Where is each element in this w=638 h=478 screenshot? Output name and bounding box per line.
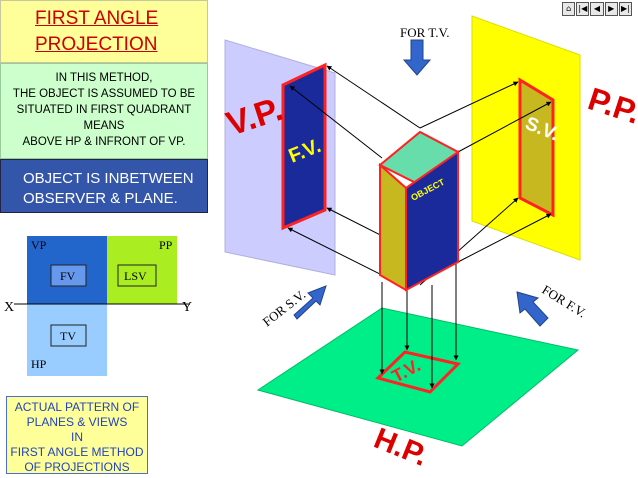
actual-note-line: ACTUAL PATTERN OF xyxy=(14,400,140,414)
for-fv-label: FOR F.V. xyxy=(539,282,588,321)
title-panel: FIRST ANGLE PROJECTION xyxy=(0,0,208,63)
lsv-box xyxy=(117,264,157,287)
actual-note-line: FIRST ANGLE METHOD xyxy=(10,445,144,459)
method-line: SITUATED IN FIRST QUADRANT xyxy=(16,104,192,116)
for-sv-label: FOR S.V. xyxy=(260,287,309,330)
pp-label: PP xyxy=(159,238,173,252)
pp-plane-label: P.P. xyxy=(584,80,638,130)
method-line: ABOVE HP & INFRONT OF VP. xyxy=(22,136,186,148)
actual-note-line: OF PROJECTIONS xyxy=(24,460,130,474)
first-icon[interactable]: |◀ xyxy=(576,2,590,16)
fv-label: FV xyxy=(60,269,76,283)
actual-note-line: IN xyxy=(71,430,83,444)
method-line: MEANS xyxy=(83,120,125,132)
home-icon[interactable]: ⌂ xyxy=(562,2,576,16)
title-line-1: FIRST ANGLE xyxy=(35,8,159,29)
object-note-line: OBSERVER & PLANE. xyxy=(23,190,178,207)
hp-projectors xyxy=(379,262,459,389)
object-left-face xyxy=(379,162,407,292)
top-view xyxy=(375,350,461,394)
plane-layout-diagram: VP PP FV LSV TV HP X Y xyxy=(4,236,192,376)
slide-navigation: ⌂ |◀ ◀ ▶ ▶| xyxy=(562,2,633,16)
lsv-label: LSV xyxy=(124,269,147,283)
side-view xyxy=(518,77,555,218)
title-line-2: PROJECTION xyxy=(35,34,158,55)
fv-box xyxy=(50,264,87,287)
actual-pattern-note: ACTUAL PATTERN OF PLANES & VIEWS IN FIRS… xyxy=(6,396,148,474)
object-prism xyxy=(378,130,460,292)
method-line: THE OBJECT IS ASSUMED TO BE xyxy=(12,88,196,100)
method-line: IN THIS METHOD, xyxy=(55,72,153,84)
actual-note-line: PLANES & VIEWS xyxy=(26,415,128,429)
prev-icon[interactable]: ◀ xyxy=(590,2,604,16)
next-icon[interactable]: ▶ xyxy=(604,2,618,16)
tv-label: TV xyxy=(60,329,76,343)
tv-box xyxy=(50,324,87,347)
x-label: X xyxy=(4,300,14,315)
last-icon[interactable]: ▶| xyxy=(618,2,633,16)
method-description-panel: IN THIS METHOD, THE OBJECT IS ASSUMED TO… xyxy=(0,63,208,159)
y-label: Y xyxy=(182,300,192,315)
hp-label: HP xyxy=(31,357,47,371)
for-tv-label: FOR T.V. xyxy=(400,25,450,40)
tv-direction-arrow[interactable] xyxy=(402,39,432,76)
object-note-panel: OBJECT IS INBETWEEN OBSERVER & PLANE. xyxy=(0,159,208,213)
fv-direction-arrow[interactable] xyxy=(516,291,549,327)
vp-label: VP xyxy=(31,238,47,252)
sv-direction-arrow[interactable] xyxy=(293,285,327,320)
object-note-line: OBJECT IS INBETWEEN xyxy=(23,170,194,187)
object-front-face xyxy=(405,150,459,292)
